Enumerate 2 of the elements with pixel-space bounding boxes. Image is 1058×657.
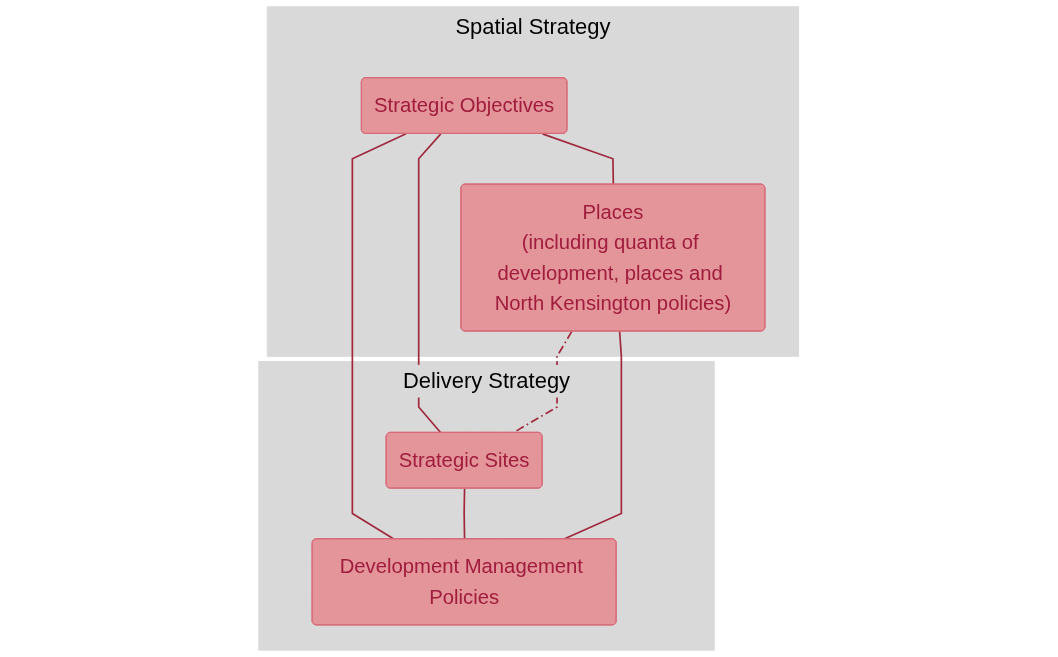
connector (541, 133, 615, 186)
connector (418, 133, 442, 434)
